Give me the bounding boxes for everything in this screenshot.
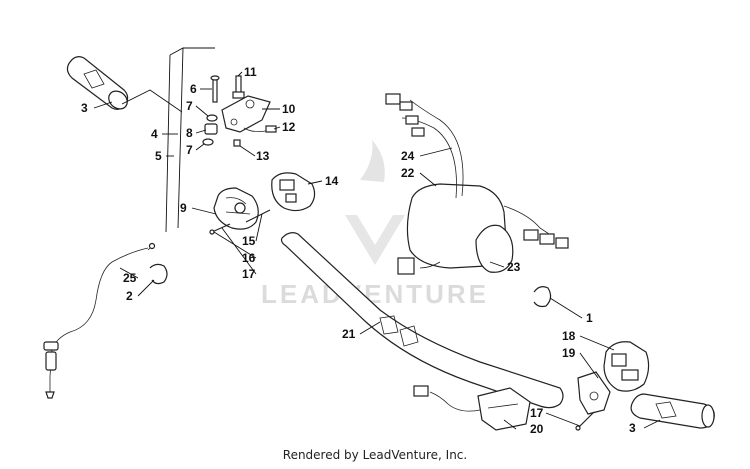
callout-7[interactable]: 7 — [186, 143, 193, 157]
handlebar-pad-22[interactable] — [406, 183, 514, 273]
callout-17[interactable]: 17 — [242, 267, 256, 281]
right-grip[interactable] — [630, 393, 715, 429]
screw-17-right[interactable] — [577, 411, 595, 429]
callout-23[interactable]: 23 — [507, 260, 521, 274]
screw-16-head[interactable] — [209, 229, 215, 235]
switch-14[interactable] — [271, 172, 316, 212]
callout-7[interactable]: 7 — [186, 99, 193, 113]
callout-13[interactable]: 13 — [256, 149, 270, 163]
callout-24[interactable]: 24 — [401, 149, 415, 163]
callout-25[interactable]: 25 — [123, 271, 137, 285]
clip-2[interactable] — [149, 263, 168, 285]
callout-5[interactable]: 5 — [155, 149, 162, 163]
callout-11[interactable]: 11 — [244, 65, 257, 79]
wiring-harness-24[interactable] — [385, 93, 569, 275]
bushing-8[interactable] — [204, 123, 218, 135]
handlebar-21[interactable] — [280, 232, 564, 409]
render-credit: Rendered by LeadVenture, Inc. — [282, 448, 468, 462]
wire-12-plug[interactable] — [265, 125, 277, 133]
throttle-housing-9[interactable] — [213, 187, 259, 230]
callout-19[interactable]: 19 — [562, 346, 576, 360]
callout-15[interactable]: 15 — [242, 234, 256, 248]
callout-3[interactable]: 3 — [81, 101, 88, 115]
callout-14[interactable]: 14 — [325, 174, 339, 188]
leader-lines — [93, 71, 661, 430]
harness-20[interactable] — [413, 385, 531, 431]
pin-6[interactable] — [210, 75, 220, 103]
bracket-19[interactable] — [577, 371, 611, 415]
throttle-lever-10[interactable] — [221, 95, 271, 133]
washer-7a[interactable] — [206, 114, 218, 122]
callout-9[interactable]: 9 — [180, 201, 187, 215]
switch-housing-18[interactable] — [603, 341, 650, 392]
callout-3[interactable]: 3 — [629, 421, 636, 435]
nut-13[interactable] — [233, 139, 241, 147]
callout-21[interactable]: 21 — [342, 327, 356, 341]
bracket-lines-2 — [121, 89, 183, 113]
callout-16[interactable]: 16 — [242, 251, 256, 265]
bracket-lines — [165, 47, 215, 233]
callout-1[interactable]: 1 — [586, 311, 593, 325]
callout-12[interactable]: 12 — [282, 120, 296, 134]
washer-7b[interactable] — [202, 138, 214, 146]
throttle-cable-25[interactable] — [43, 242, 156, 399]
callout-17[interactable]: 17 — [530, 406, 544, 420]
callout-22[interactable]: 22 — [401, 166, 415, 180]
left-grip[interactable] — [66, 56, 130, 113]
screw-17-head[interactable] — [575, 425, 581, 431]
callout-20[interactable]: 20 — [530, 422, 544, 436]
screw-16[interactable] — [211, 223, 231, 233]
clip-1[interactable] — [533, 286, 552, 308]
callout-4[interactable]: 4 — [151, 127, 158, 141]
callout-18[interactable]: 18 — [562, 329, 576, 343]
pin-11[interactable] — [232, 75, 245, 99]
screw-15[interactable] — [245, 209, 271, 223]
watermark-text: LEADVENTURE — [261, 279, 489, 309]
callout-8[interactable]: 8 — [186, 126, 193, 140]
callout-6[interactable]: 6 — [190, 82, 197, 96]
callout-2[interactable]: 2 — [126, 289, 133, 303]
callout-10[interactable]: 10 — [282, 102, 296, 116]
